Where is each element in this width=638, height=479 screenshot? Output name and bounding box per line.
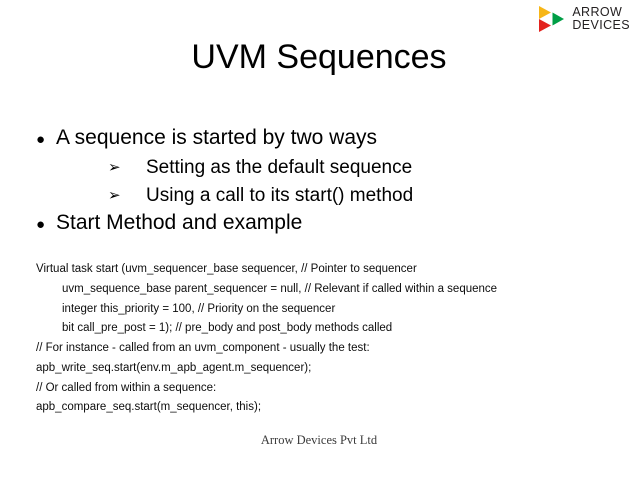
brand-wordmark: ARROW DEVICES [572, 4, 630, 32]
list-item-label: Using a call to its start() method [146, 184, 414, 206]
list-item-label: Start Method and example [56, 211, 303, 235]
brand-name-line2: DEVICES [572, 18, 630, 32]
code-line: integer this_priority = 100, // Priority… [62, 302, 336, 315]
code-line: bit call_pre_post = 1); // pre_body and … [62, 322, 393, 335]
code-line: apb_compare_seq.start(m_sequencer, this)… [36, 401, 262, 414]
list-item-label: A sequence is started by two ways [56, 126, 377, 149]
list-item: ➢ Setting as the default sequence [108, 154, 602, 182]
code-line: Virtual task start (uvm_sequencer_base s… [36, 263, 417, 275]
arrowhead-bullet-icon: ➢ [108, 159, 121, 177]
list-item: ● A sequence is started by two ways [36, 124, 602, 152]
slide-footer: Arrow Devices Pvt Ltd [260, 433, 378, 447]
code-line: apb_write_seq.start(env.m_apb_agent.m_se… [36, 361, 312, 374]
list-item-label: Setting as the default sequence [146, 157, 413, 179]
disc-bullet-icon: ● [36, 131, 46, 148]
disc-bullet-icon: ● [36, 216, 46, 234]
arrowhead-bullet-icon: ➢ [108, 186, 121, 204]
code-line: uvm_sequence_base parent_sequencer = nul… [62, 282, 498, 295]
list-item: ● Start Method and example [36, 209, 602, 237]
arrow-triangle-logo-icon [539, 6, 565, 32]
bullet-list: ● A sequence is started by two ways ➢ Se… [36, 124, 602, 239]
list-item: ➢ Using a call to its start() method [108, 182, 602, 210]
brand-logo: ARROW DEVICES [536, 4, 630, 34]
page-title: UVM Sequences [191, 38, 447, 76]
code-example-block: Virtual task start (uvm_sequencer_base s… [36, 260, 606, 418]
brand-name-line1: ARROW [572, 4, 623, 19]
code-line: // For instance - called from an uvm_com… [36, 342, 370, 355]
code-line: // Or called from within a sequence: [36, 381, 217, 394]
